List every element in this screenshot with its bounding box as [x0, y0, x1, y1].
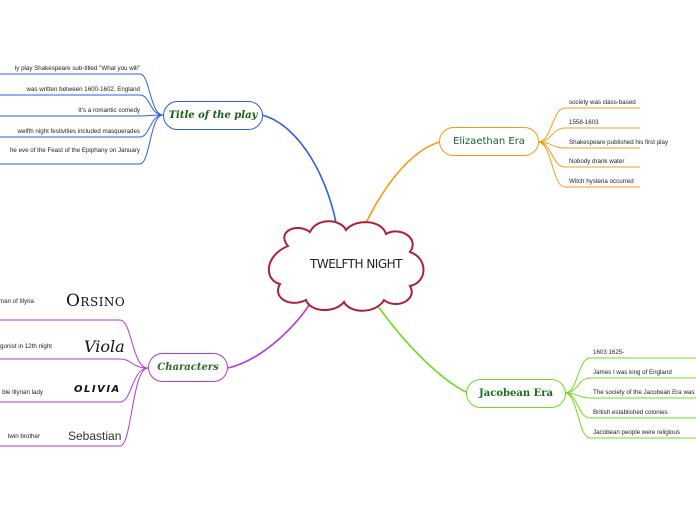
connector-title — [261, 114, 339, 235]
elizabethan-item[interactable]: society was class-based — [569, 99, 636, 106]
jacobean-item[interactable]: Jacobean people were religious — [593, 429, 681, 436]
topic-elizabethan-label: Elizaethan Era — [453, 136, 525, 147]
jacobean-item[interactable]: James I was king of England — [593, 369, 672, 376]
jacobean-item[interactable]: The society of the Jacobean Era was v — [593, 389, 696, 396]
title-item[interactable]: welfth night festivities included masque… — [17, 128, 140, 135]
topic-characters[interactable]: Characters — [148, 353, 228, 382]
character-note[interactable]: man of Illyria — [0, 298, 34, 305]
title-item[interactable]: was written between 1600-1602, England — [26, 86, 140, 93]
character-name-olivia[interactable]: OLIVIA — [74, 384, 121, 395]
connector-elizabethan — [359, 141, 441, 237]
jacobean-subconnectors — [564, 357, 696, 439]
title-item[interactable]: ly play Shakespeare sub-titled "What you… — [14, 65, 140, 72]
topic-jacobean-label: Jacobean Era — [479, 388, 553, 399]
character-name-sebastian[interactable]: Sebastian — [68, 429, 122, 443]
central-cloud — [267, 220, 425, 312]
title-subconnectors — [0, 73, 164, 165]
elizabethan-subconnectors — [537, 107, 640, 188]
elizabethan-item[interactable]: Witch hysteria occurred — [569, 178, 634, 185]
characters-subconnectors — [0, 319, 149, 447]
title-item[interactable]: he eve of the Feast of the Epiphany on J… — [9, 147, 140, 154]
jacobean-item[interactable]: British established colonies — [593, 409, 668, 416]
topic-title-label: Title of the play — [168, 110, 258, 121]
connector-jacobean — [367, 291, 469, 394]
character-note[interactable]: gonist in 12th night — [0, 343, 52, 350]
jacobean-item[interactable]: 1603 1625- — [593, 349, 625, 356]
topic-jacobean-era[interactable]: Jacobean Era — [466, 379, 566, 408]
elizabethan-item[interactable]: Nobody drank water — [569, 158, 625, 165]
central-topic-title[interactable]: TWELFTH NIGHT — [310, 257, 403, 271]
elizabethan-item[interactable]: Shakespeare published his first play — [569, 139, 669, 146]
character-note[interactable]: ble Illyrian lady — [2, 389, 43, 396]
character-name-orsino[interactable]: Orsino — [66, 291, 126, 311]
topic-elizabethan-era[interactable]: Elizaethan Era — [439, 127, 539, 156]
character-name-viola[interactable]: Viola — [84, 337, 125, 356]
topic-title-of-the-play[interactable]: Title of the play — [163, 101, 263, 130]
elizabethan-item[interactable]: 1558-1603 — [569, 119, 599, 126]
title-item[interactable]: It's a romantic comedy — [78, 107, 140, 114]
topic-characters-label: Characters — [157, 362, 219, 373]
character-note[interactable]: twin brother — [7, 433, 40, 440]
